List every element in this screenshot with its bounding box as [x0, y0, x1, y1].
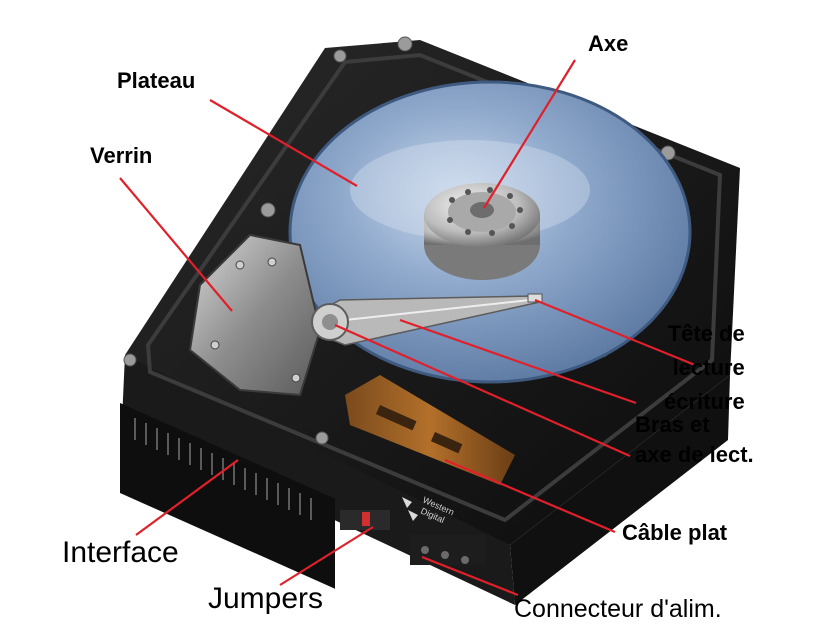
actuator-magnet — [188, 233, 322, 397]
head-arm-highlight — [344, 299, 531, 321]
drive-case-rim — [145, 52, 723, 523]
actuator-screws — [210, 257, 301, 383]
flex-cable-chips — [375, 405, 463, 454]
label-axe: Axe — [588, 31, 629, 56]
leader-lines — [119, 59, 696, 597]
leader-cable — [444, 458, 616, 534]
label-bras-axe: Bras et axe de lect. — [635, 410, 754, 470]
leader-axe-lect — [334, 323, 631, 458]
interface-connector — [120, 403, 335, 589]
leader-verrin — [119, 177, 233, 312]
leader-axe — [483, 59, 576, 209]
leader-interface — [135, 459, 239, 536]
platter-edge — [288, 80, 692, 384]
spindle-hub — [424, 183, 540, 280]
leader-bras — [399, 318, 637, 405]
label-bras-line1: Bras et — [635, 412, 710, 437]
arm-pivot — [311, 303, 349, 341]
label-connecteur-alim: Connecteur d'alim. — [514, 595, 722, 623]
label-bras-line2: axe de lect. — [635, 442, 754, 467]
leader-tete — [534, 298, 696, 367]
label-tete-lecture-ecriture: Tête de lecture écriture — [664, 317, 745, 419]
leader-jumpers — [279, 526, 374, 586]
drive-case-side — [510, 375, 730, 605]
leader-connecteur — [421, 555, 519, 597]
label-tete-line1: Tête de — [667, 321, 745, 346]
label-tete-line3: écriture — [664, 389, 745, 414]
label-plateau: Plateau — [117, 68, 196, 93]
label-verrin: Verrin — [90, 143, 153, 168]
jumpers-block — [340, 510, 390, 530]
flex-cable — [345, 375, 515, 485]
label-cable-plat: Câble plat — [622, 520, 728, 545]
read-write-head — [527, 293, 543, 303]
power-connector — [410, 535, 485, 565]
leader-plateau — [209, 99, 358, 187]
label-tete-line2: lecture — [672, 355, 745, 380]
label-interface: Interface — [62, 536, 179, 569]
label-jumpers: Jumpers — [208, 582, 324, 615]
